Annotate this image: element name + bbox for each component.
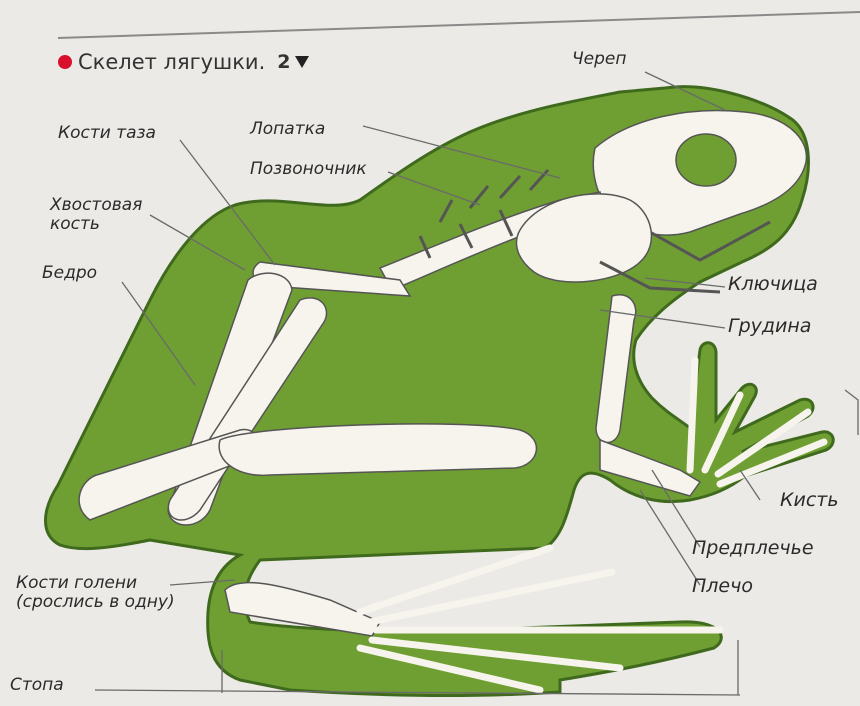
label-sternum: Грудина xyxy=(728,316,811,337)
label-humerus: Плечо xyxy=(692,576,753,597)
figure-number: 2 xyxy=(277,51,290,73)
down-triangle-icon xyxy=(295,56,309,68)
label-femur: Бедро xyxy=(42,264,97,283)
label-scapula: Лопатка xyxy=(250,120,325,139)
label-spine: Позвоночник xyxy=(250,160,367,179)
label-urostyle: Хвостовая кость xyxy=(50,196,160,234)
label-foot: Стопа xyxy=(10,676,64,695)
label-hand: Кисть xyxy=(780,490,839,511)
red-dot-icon xyxy=(58,55,72,69)
label-skull: Череп xyxy=(572,50,626,69)
top-rule xyxy=(58,12,860,38)
title-text: Скелет лягушки. xyxy=(78,50,265,74)
label-pelvis: Кости таза xyxy=(58,124,156,143)
label-forearm: Предплечье xyxy=(692,538,814,559)
diagram-title: Скелет лягушки. 2 xyxy=(58,50,309,74)
label-clavicle: Ключица xyxy=(728,274,818,295)
label-shin: Кости голени (срослись в одну) xyxy=(16,574,176,612)
